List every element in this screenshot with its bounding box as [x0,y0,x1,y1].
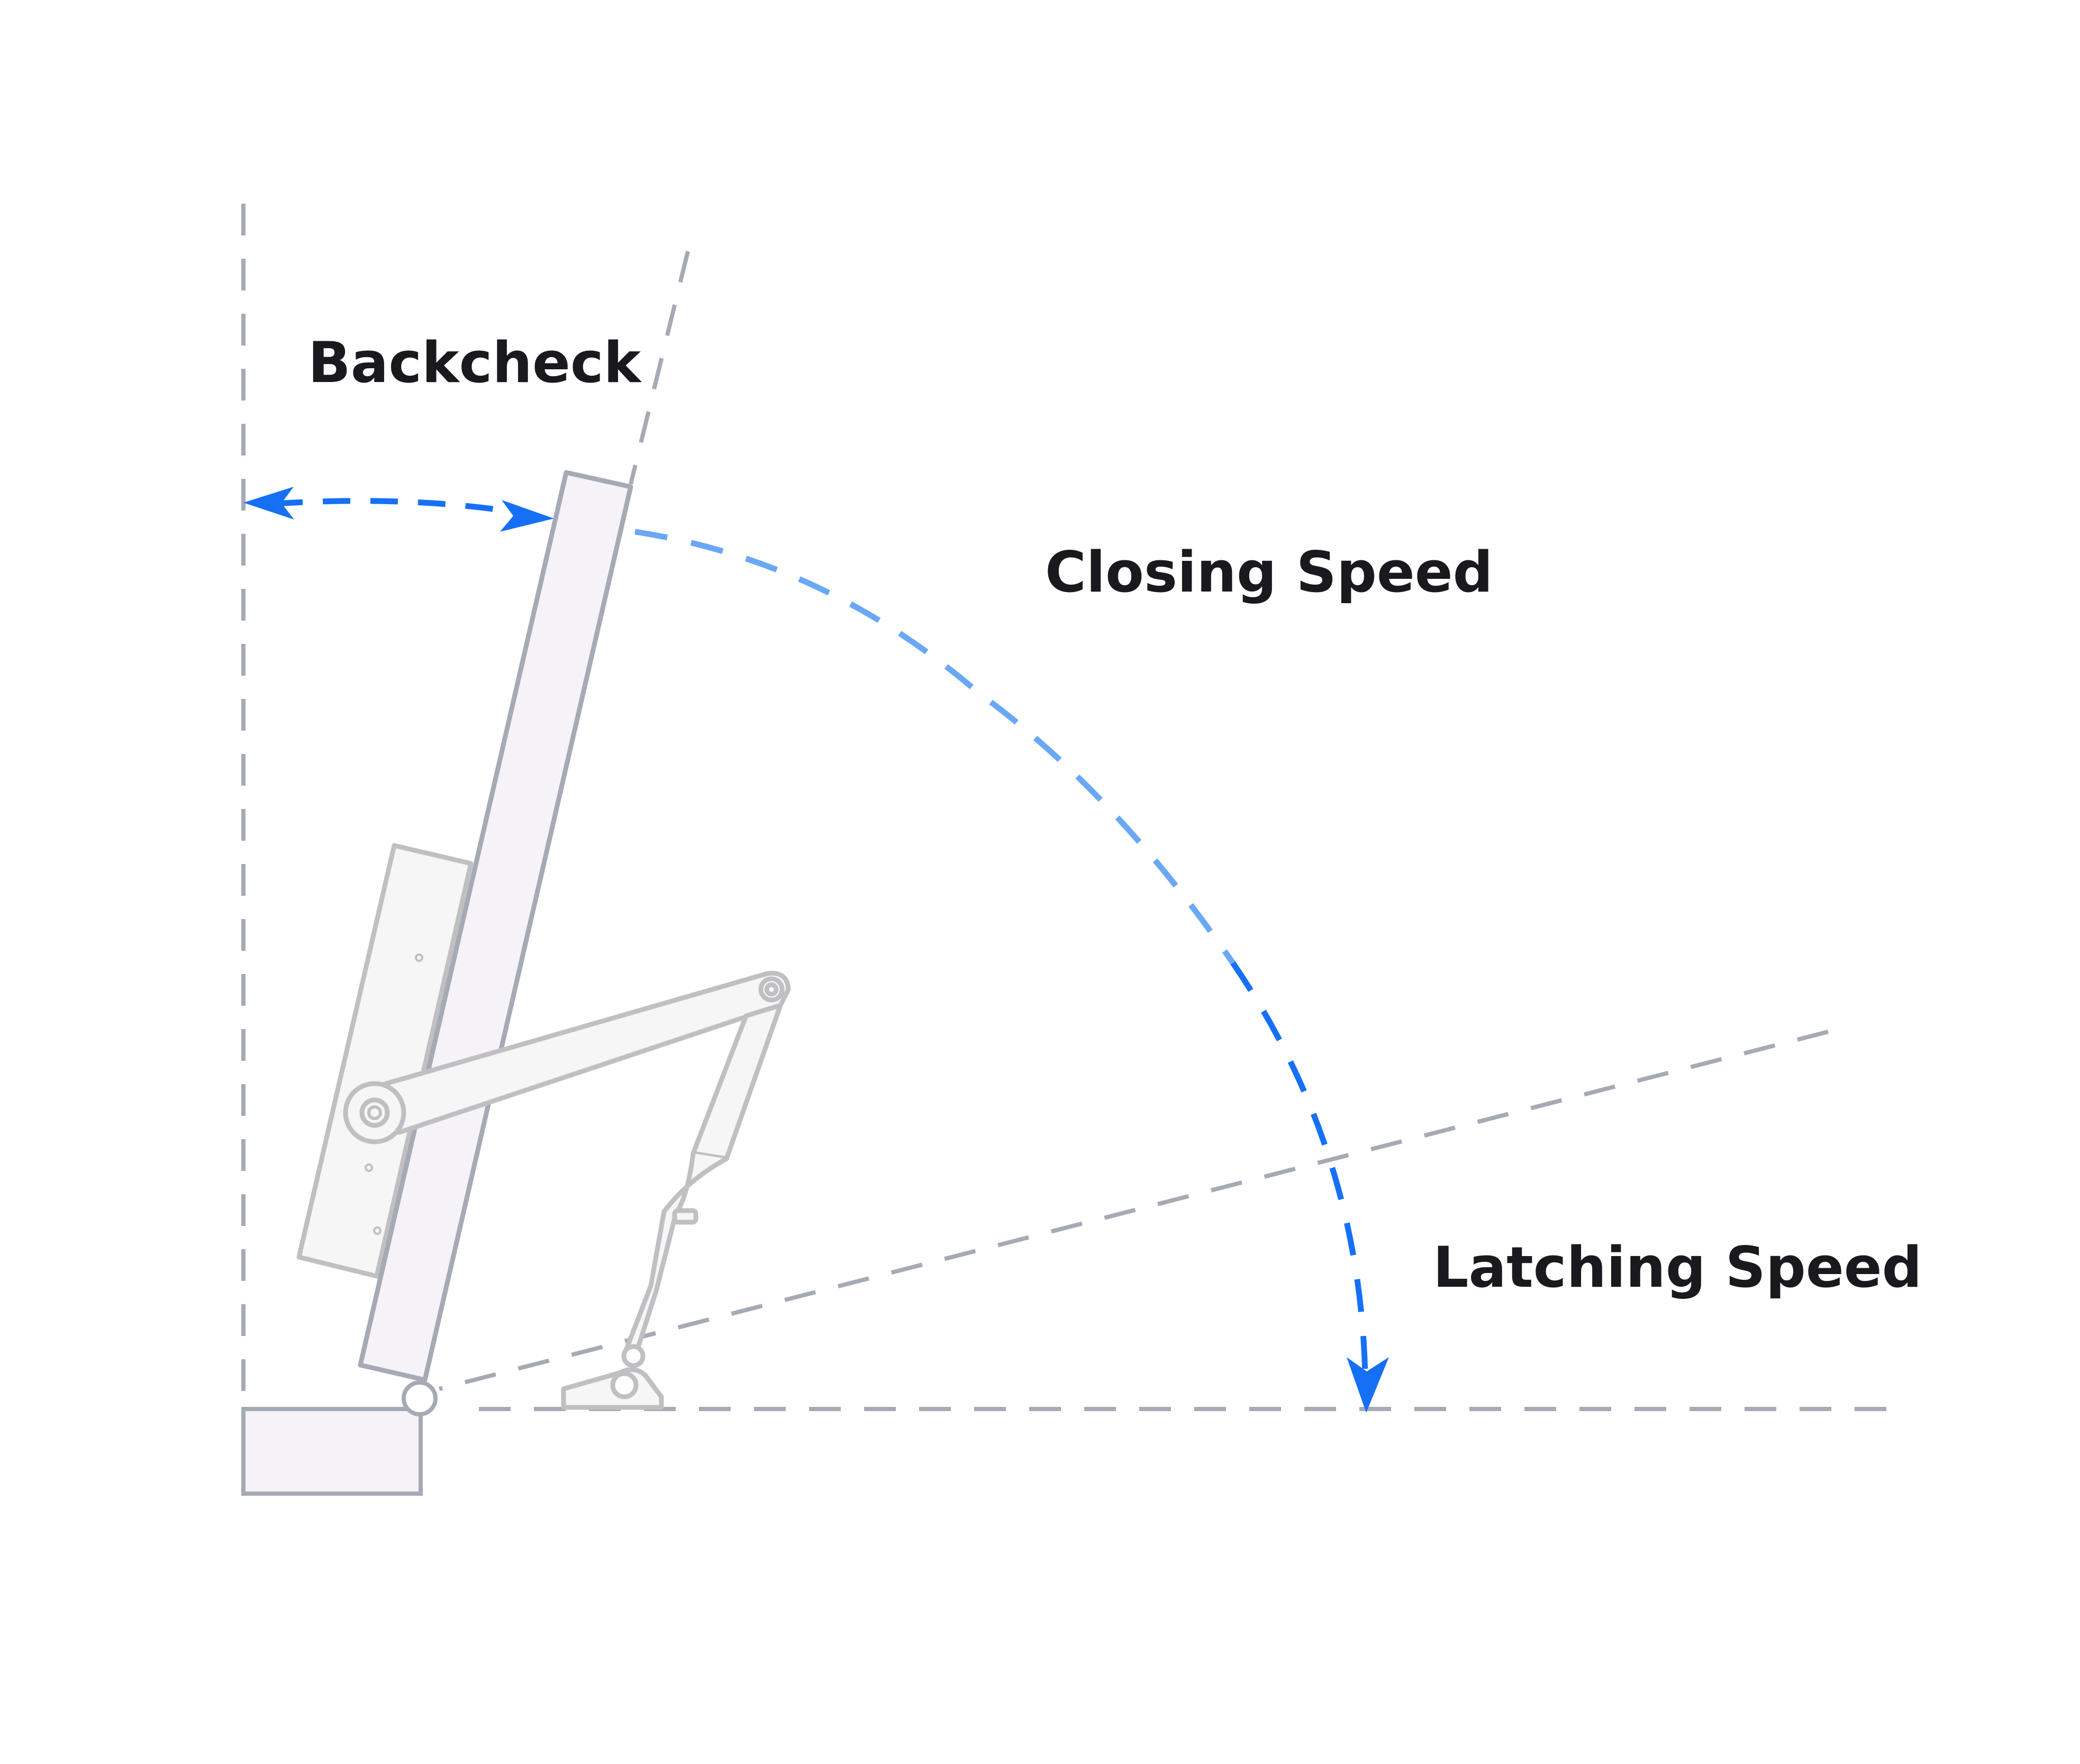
closing-speed-arc [634,529,1389,1413]
guide-lines [241,204,1905,1411]
latching-arrowhead [1347,1357,1389,1413]
closer-body [296,843,474,1279]
closing-speed-label: Closing Speed [1045,540,1493,605]
closing-speed-arc-upper [634,529,1236,965]
latching-speed-label: Latching Speed [1433,1235,1922,1300]
closer-arm [343,970,791,1410]
latching-angle-guide-line [439,1030,1829,1391]
door-leaf [358,470,633,1383]
backcheck-arrowhead-right [500,500,554,532]
backcheck-angle-guide-line [629,251,690,485]
backcheck-label: Backcheck [308,330,642,395]
hinge-pivot [402,1380,438,1416]
backcheck-arrow [243,487,554,532]
door-stop-block [241,1407,423,1496]
backcheck-arrowhead-left [243,487,294,520]
closing-speed-arc-lower [1230,961,1368,1376]
